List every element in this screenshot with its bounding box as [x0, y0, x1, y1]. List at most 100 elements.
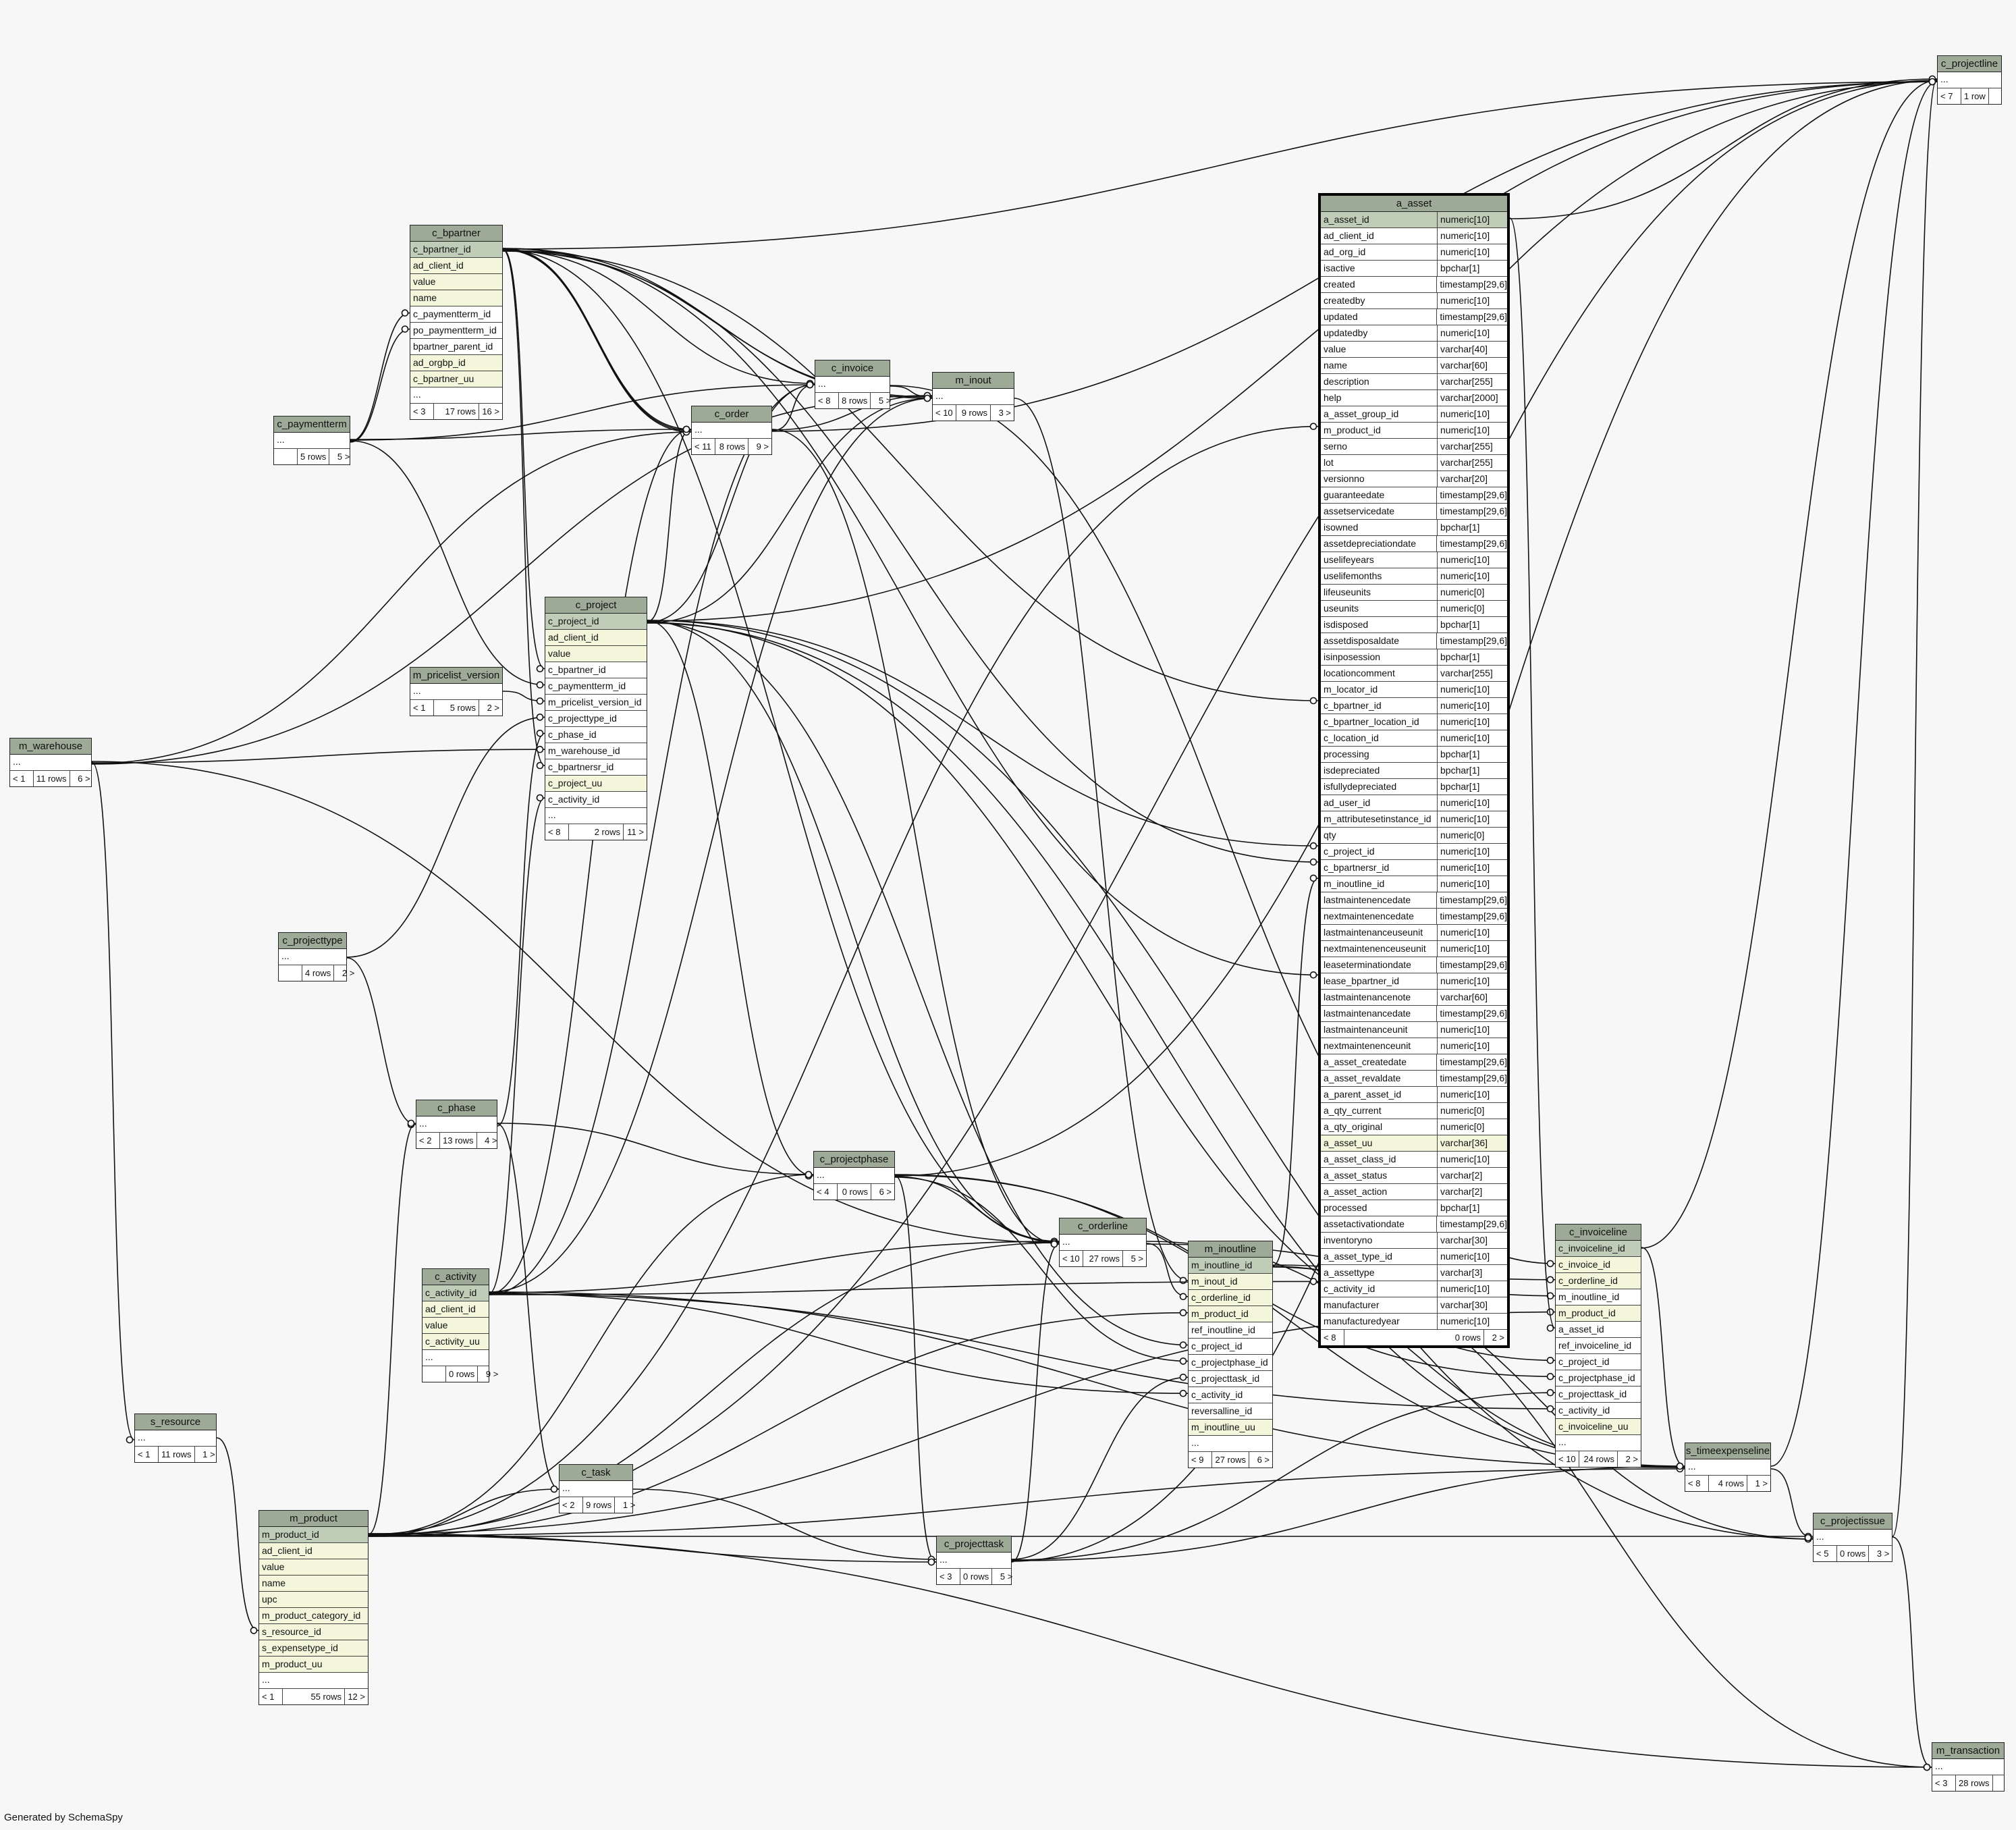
parents-link[interactable]: < 1 — [10, 771, 34, 786]
column-row[interactable]: c_project_id — [1189, 1339, 1272, 1355]
column-row[interactable]: c_activity_id — [545, 792, 647, 808]
children-link[interactable]: 6 > — [1257, 1455, 1270, 1465]
table-title[interactable]: c_bpartner — [410, 225, 502, 242]
table-title[interactable]: c_task — [560, 1465, 632, 1481]
column-row[interactable]: value — [545, 646, 647, 662]
column-row[interactable]: a_asset_id — [1556, 1322, 1641, 1338]
children-link[interactable]: 2 > — [487, 703, 499, 713]
parents-link[interactable]: < 8 — [1685, 1476, 1709, 1491]
column-row[interactable]: m_warehouse_id — [545, 743, 647, 759]
column-row[interactable]: ad_orgbp_id — [410, 355, 502, 371]
column-row[interactable]: c_bpartner_id — [545, 662, 647, 678]
column-row[interactable]: c_projecttype_id — [545, 711, 647, 727]
table-title[interactable]: c_phase — [416, 1100, 497, 1116]
children-link[interactable] — [1989, 88, 2012, 104]
children-link[interactable]: 4 > — [485, 1135, 497, 1146]
table-title[interactable]: c_invoice — [815, 360, 890, 377]
parents-link[interactable]: < 4 — [814, 1184, 838, 1200]
children-link[interactable]: 5 > — [1000, 1571, 1013, 1582]
children-link[interactable]: 6 > — [78, 774, 90, 784]
children-link[interactable]: 2 > — [1625, 1454, 1638, 1464]
table-title[interactable]: m_pricelist_version — [410, 668, 502, 684]
column-row[interactable]: c_project_id — [1556, 1354, 1641, 1370]
column-row[interactable]: ad_client_id — [423, 1301, 489, 1318]
column-row[interactable]: m_inoutline_id — [1556, 1289, 1641, 1306]
column-row[interactable]: c_invoiceline_uu — [1556, 1419, 1641, 1435]
children-link[interactable]: 2 > — [1492, 1333, 1504, 1343]
children-link[interactable]: 1 > — [202, 1449, 215, 1459]
parents-link[interactable]: < 9 — [1189, 1452, 1212, 1468]
column-row[interactable]: c_activity_uu — [423, 1334, 489, 1350]
column-row[interactable]: c_orderline_id — [1189, 1290, 1272, 1306]
column-row[interactable]: c_projecttask_id — [1189, 1371, 1272, 1387]
column-row[interactable]: s_expensetype_id — [259, 1640, 368, 1657]
parents-link[interactable]: < 10 — [933, 405, 956, 421]
column-row[interactable]: c_bpartner_id — [410, 242, 502, 258]
column-row[interactable]: po_paymentterm_id — [410, 323, 502, 339]
parents-link[interactable]: < 7 — [1938, 88, 1961, 104]
table-title[interactable]: c_projectphase — [814, 1152, 894, 1168]
column-row[interactable]: c_invoice_id — [1556, 1257, 1641, 1273]
parents-link[interactable] — [423, 1366, 446, 1382]
column-row[interactable]: c_projectphase_id — [1189, 1355, 1272, 1371]
column-row[interactable]: c_activity_id — [1556, 1403, 1641, 1419]
table-title[interactable]: c_invoiceline — [1556, 1225, 1641, 1241]
parents-link[interactable]: < 8 — [1321, 1330, 1344, 1345]
column-row[interactable]: value — [259, 1559, 368, 1576]
table-title[interactable]: m_inout — [933, 373, 1014, 389]
column-row[interactable]: c_bpartner_uu — [410, 371, 502, 387]
column-row[interactable]: bpartner_parent_id — [410, 339, 502, 355]
children-link[interactable]: 5 > — [1130, 1254, 1143, 1264]
table-title[interactable]: c_projecttype — [279, 933, 346, 949]
column-row[interactable]: c_orderline_id — [1556, 1273, 1641, 1289]
column-row[interactable]: c_project_id — [545, 614, 647, 630]
column-row[interactable]: c_activity_id — [423, 1285, 489, 1301]
table-title[interactable]: s_resource — [135, 1414, 216, 1430]
parents-link[interactable]: < 8 — [545, 824, 569, 840]
column-row[interactable]: value — [423, 1318, 489, 1334]
column-row[interactable]: m_product_category_id — [259, 1608, 368, 1624]
parents-link[interactable]: < 1 — [259, 1689, 283, 1704]
column-row[interactable]: c_projecttask_id — [1556, 1387, 1641, 1403]
